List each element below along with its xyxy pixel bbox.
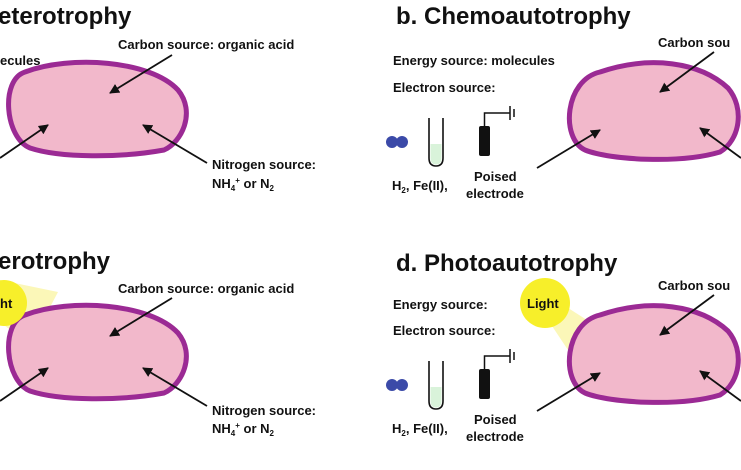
- panel-a-nitrogen-formula: NH4+ or N2: [212, 176, 274, 193]
- arrow-nitrogen-c: [142, 367, 208, 407]
- arrow-right-d: [699, 370, 741, 402]
- arrow-electron-d: [536, 372, 601, 412]
- panel-a-nitrogen-label: Nitrogen source:: [212, 157, 317, 172]
- panel-a-title: eterotrophy: [0, 3, 132, 30]
- panel-d-light-label: Light: [527, 296, 559, 311]
- panel-d-title: d. Photoautotrophy: [396, 250, 618, 277]
- h2-molecule-icon-d: [386, 379, 408, 391]
- panel-d-carbon-label: Carbon sou: [658, 278, 731, 293]
- panel-c-title: erotrophy: [0, 248, 111, 275]
- arrow-carbon-a: [109, 54, 173, 94]
- cell-a: [6, 59, 189, 159]
- panel-c-nitrogen-label: Nitrogen source:: [212, 403, 317, 418]
- cell-d: [566, 303, 741, 405]
- cell-c: [6, 302, 189, 402]
- h2-molecule-icon: [386, 136, 408, 148]
- light-circle-c: [0, 280, 27, 326]
- panel-b-poised-label-2: electrode: [466, 186, 524, 201]
- panel-d-h2-fe-label: H2, Fe(II),: [392, 421, 448, 438]
- arrow-nitrogen-a: [142, 124, 208, 164]
- panel-a-energy-label: ecules: [0, 53, 41, 68]
- arrow-carbon-d: [659, 294, 715, 336]
- test-tube-icon-d: [428, 361, 444, 410]
- arrow-carbon-c: [109, 297, 173, 337]
- arrow-energy-c: [0, 367, 49, 402]
- panel-a-carbon-label: Carbon source: organic acid: [118, 37, 295, 52]
- arrow-carbon-b: [659, 51, 715, 93]
- electrode-icon: [479, 106, 515, 156]
- panel-b-carbon-label: Carbon sou: [658, 35, 731, 50]
- light-circle-d: [520, 278, 570, 328]
- panel-d-energy-label: Energy source:: [393, 297, 488, 312]
- panel-b-electron-label: Electron source:: [393, 80, 496, 95]
- electrode-icon-d: [479, 349, 515, 399]
- panel-d-poised-label-2: electrode: [466, 429, 524, 444]
- arrow-electron-b: [536, 129, 601, 169]
- panel-b-energy-label: Energy source: molecules: [393, 53, 555, 68]
- panel-c-light-label: ht: [0, 296, 13, 311]
- test-tube-icon: [428, 118, 444, 167]
- panel-b-title: b. Chemoautotrophy: [396, 3, 631, 30]
- arrow-energy-a: [0, 124, 49, 159]
- panel-d-poised-label-1: Poised: [474, 412, 517, 427]
- panel-c-carbon-label: Carbon source: organic acid: [118, 281, 295, 296]
- arrow-right-b: [699, 127, 741, 159]
- panel-b-h2-fe-label: H2, Fe(II),: [392, 178, 448, 195]
- cell-b: [566, 60, 741, 162]
- panel-c-nitrogen-formula: NH4+ or N2: [212, 421, 274, 438]
- panel-d-electron-label: Electron source:: [393, 323, 496, 338]
- panel-b-poised-label-1: Poised: [474, 169, 517, 184]
